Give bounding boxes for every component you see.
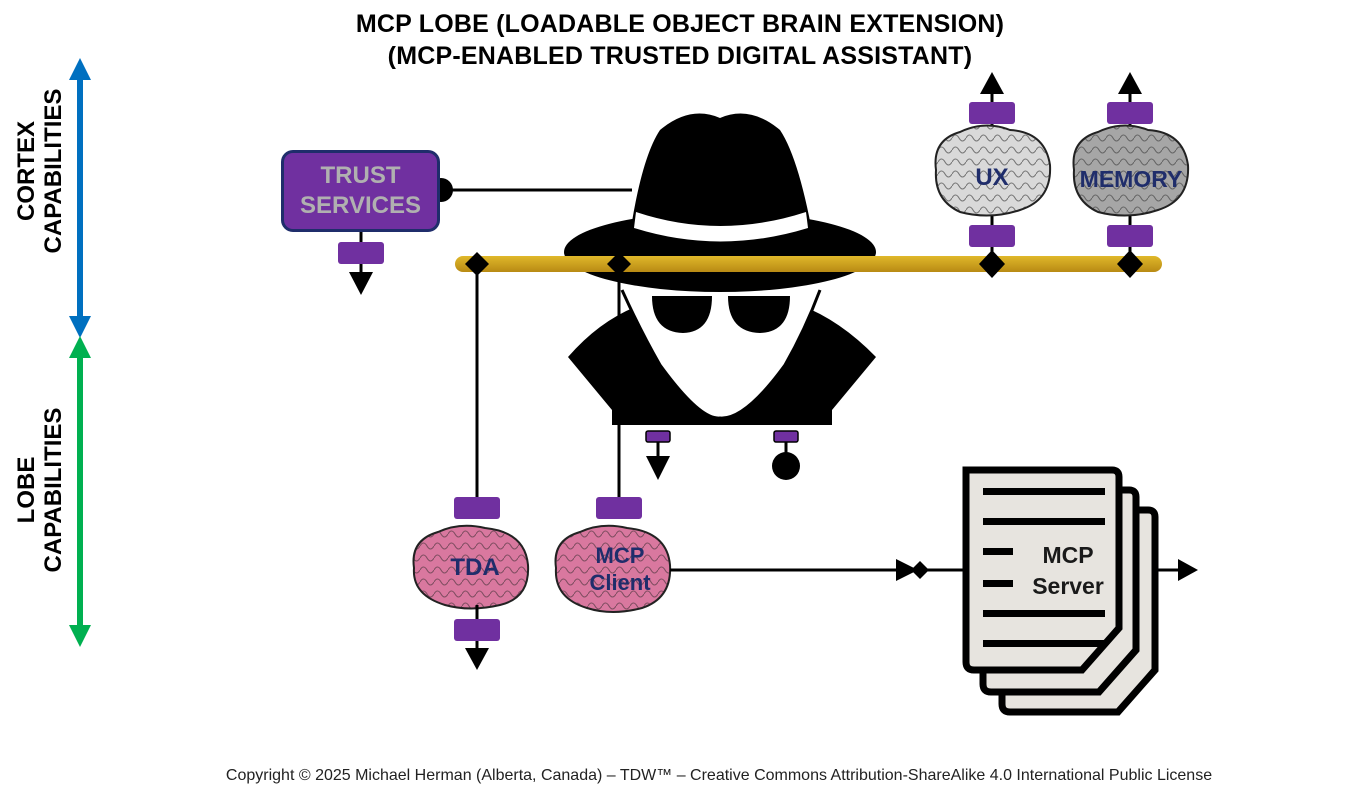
trust-services-line1: TRUST	[320, 162, 401, 189]
cortex-axis-arrow	[69, 58, 91, 338]
trust-services-line2: SERVICES	[300, 192, 421, 219]
diagram-title-line2: (MCP-ENABLED TRUSTED DIGITAL ASSISTANT)	[387, 42, 973, 70]
mcp-client-label: MCP Client	[570, 542, 670, 596]
lobe-label-line2: CAPABILITIES	[40, 407, 67, 573]
tda-brain-icon	[412, 497, 530, 670]
memory-label: MEMORY	[1079, 166, 1183, 192]
server-output-arrow	[1157, 559, 1198, 581]
mcp-client-brain-icon	[554, 497, 672, 613]
mcp-server-line2: Server	[1032, 573, 1104, 599]
cortex-label-line2: CAPABILITIES	[40, 88, 67, 254]
lobe-axis-arrow	[69, 336, 91, 647]
bus-junction-memory	[1117, 250, 1143, 278]
lobe-capabilities-label: LOBE CAPABILITIES	[13, 390, 67, 590]
bus-junction-ux	[979, 250, 1005, 278]
memory-brain-icon	[1072, 72, 1190, 247]
ux-brain-icon	[934, 72, 1052, 247]
mcp-client-line2: Client	[589, 570, 651, 595]
cortex-label-line1: CORTEX	[13, 121, 40, 222]
cortex-bus	[455, 256, 1162, 272]
bus-junction-tda	[465, 252, 489, 276]
lobe-label-line1: LOBE	[13, 456, 40, 524]
mcp-server-document-icon	[962, 466, 1159, 716]
copyright-footer: Copyright © 2025 Michael Herman (Alberta…	[225, 767, 1213, 784]
mcp-server-label: MCP Server	[1018, 540, 1118, 602]
tda-label: TDA	[450, 554, 500, 581]
diagram-title-line1: MCP LOBE (LOADABLE OBJECT BRAIN EXTENSIO…	[355, 10, 1005, 38]
trust-services-box: TRUST SERVICES	[281, 150, 440, 232]
cortex-capabilities-label: CORTEX CAPABILITIES	[13, 46, 67, 296]
ux-label: UX	[975, 164, 1009, 191]
agent-spy-icon	[564, 113, 876, 480]
trust-services-down-connector	[338, 232, 384, 295]
client-to-server-link	[670, 559, 965, 581]
bus-junction-mcp-client	[607, 252, 631, 276]
mcp-client-line1: MCP	[595, 543, 645, 568]
mcp-server-line1: MCP	[1042, 542, 1094, 568]
trust-to-agent-link	[429, 178, 632, 202]
